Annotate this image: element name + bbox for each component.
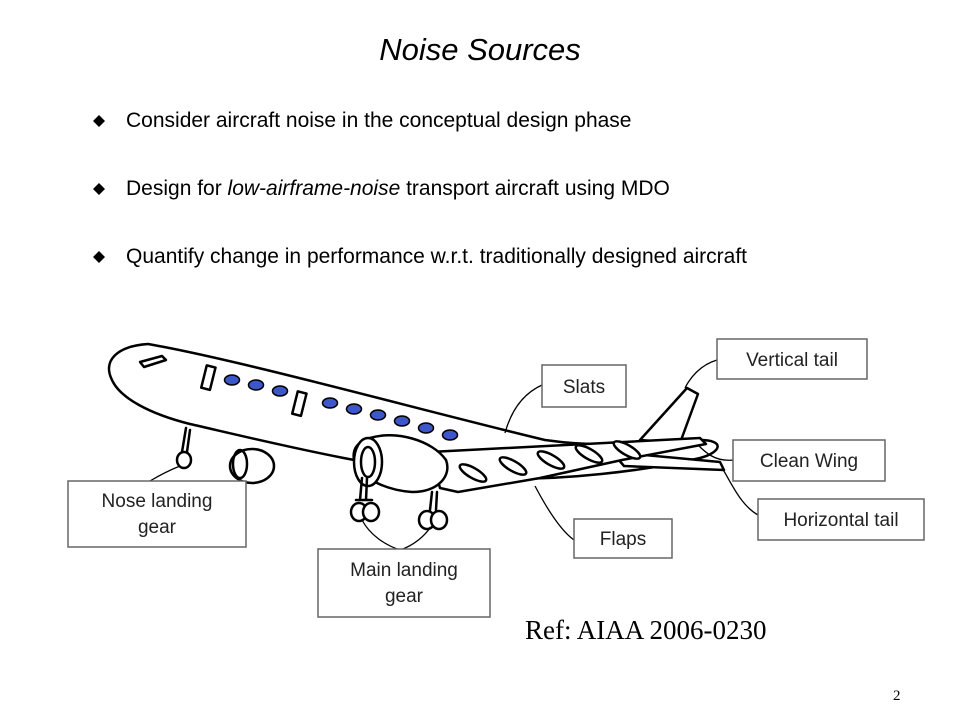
label-nose-gear-line2: gear [138,517,177,538]
main-gear-strut [428,490,439,512]
flap-fairing [612,440,642,460]
label-texts: Vertical tail Slats Clean Wing Horizonta… [102,350,899,607]
passenger-window [393,415,411,427]
passenger-window [417,422,435,434]
flap-fairing [574,444,604,464]
label-main-gear-line2: gear [385,586,424,607]
nose-gear-strut [180,426,192,454]
label-horizontal-tail: Horizontal tail [783,510,898,531]
label-box-nose-gear [67,480,247,548]
passenger-window [247,379,265,391]
passenger-window [321,397,339,409]
label-boxes [67,338,925,618]
bullet-item: Consider aircraft noise in the conceptua… [93,102,953,140]
label-box-main-gear [317,548,491,618]
label-nose-gear-line1: Nose landing [102,491,213,512]
leader-line-flaps [534,485,575,541]
bullet-list: Consider aircraft noise in the conceptua… [93,102,953,306]
cockpit-window [138,354,168,369]
label-flaps: Flaps [600,529,646,550]
passenger-windows [223,374,459,441]
diamond-bullet-icon [93,251,105,263]
passenger-window [369,409,387,421]
bullet-text: Quantify change in performance w.r.t. tr… [126,245,747,268]
vertical-tail-shape [638,386,700,445]
leader-line-main-gear-a [361,519,401,551]
label-box-vertical-tail [716,338,868,380]
flap-fairing [536,450,566,470]
engine-right [228,447,276,485]
leader-line-horizontal-tail [721,467,759,516]
fuselage-door [199,364,217,392]
passenger-window [223,374,241,386]
bullet-text: Consider aircraft noise in the conceptua… [126,109,632,132]
label-main-gear-line1: Main landing [350,560,458,581]
passenger-window [271,385,289,397]
flap-fairing [498,456,528,476]
engine-right-intake [231,448,249,480]
leader-line-slats [504,384,543,434]
flap-fairing [458,463,488,483]
engine-left-inlet [359,445,377,479]
label-box-horizontal-tail [757,498,925,541]
label-slats: Slats [563,377,605,398]
passenger-window [345,403,363,415]
leader-line-vertical-tail [684,359,718,389]
main-gear-strut [354,476,374,502]
main-gear-wheel [429,509,449,531]
main-gear-wheel [361,501,381,523]
bullet-text: Design for low-airframe-noise transport … [126,177,670,200]
bullet-item: Quantify change in performance w.r.t. tr… [93,238,953,276]
diamond-bullet-icon [93,115,105,127]
page-number: 2 [893,688,901,704]
fuselage-door [290,390,308,418]
label-box-flaps [573,518,673,559]
engine-left-intake [352,436,384,488]
label-box-slats [541,364,627,408]
bullet-item: Design for low-airframe-noise transport … [93,170,953,208]
nose-gear-wheel [175,450,193,470]
leader-line-clean-wing [697,444,734,461]
reference-citation: Ref: AIAA 2006-0230 [525,615,767,645]
label-box-clean-wing [732,439,886,482]
leader-line-nose-gear [149,465,181,482]
passenger-window [441,429,459,441]
leader-line-main-gear-b [399,527,431,551]
label-vertical-tail: Vertical tail [746,350,838,371]
slide-title: Noise Sources [379,32,581,67]
label-clean-wing: Clean Wing [760,451,858,472]
diamond-bullet-icon [93,183,105,195]
